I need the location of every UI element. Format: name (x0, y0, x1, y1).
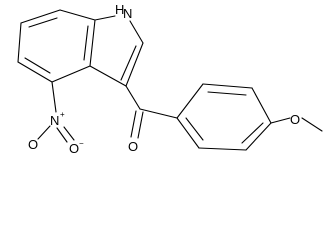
indole-benzene-ring (17, 9, 96, 83)
carbonyl-oxygen-label: O (128, 139, 138, 154)
indole-nitrogen-label: N (123, 6, 132, 21)
methoxy-oxygen-label: O (290, 112, 300, 127)
nitro-nitrogen-label: N (50, 113, 59, 128)
indole-nh-hydrogen-label: H (115, 2, 124, 17)
carbonyl-bonds (125, 85, 178, 139)
nitro-group-bonds (37, 81, 75, 143)
nitro-nitrogen-charge: + (60, 110, 65, 119)
methoxyphenyl-ring (176, 83, 272, 151)
structure-diagram: H N N + O O − O O (17, 2, 323, 156)
indole-pyrrole-ring (89, 15, 144, 87)
methoxy-bonds (270, 117, 323, 132)
nitro-oxygen-right-label: O (69, 141, 79, 156)
nitro-oxygen-left-label: O (28, 137, 38, 152)
nitro-oxygen-charge: − (79, 139, 84, 148)
